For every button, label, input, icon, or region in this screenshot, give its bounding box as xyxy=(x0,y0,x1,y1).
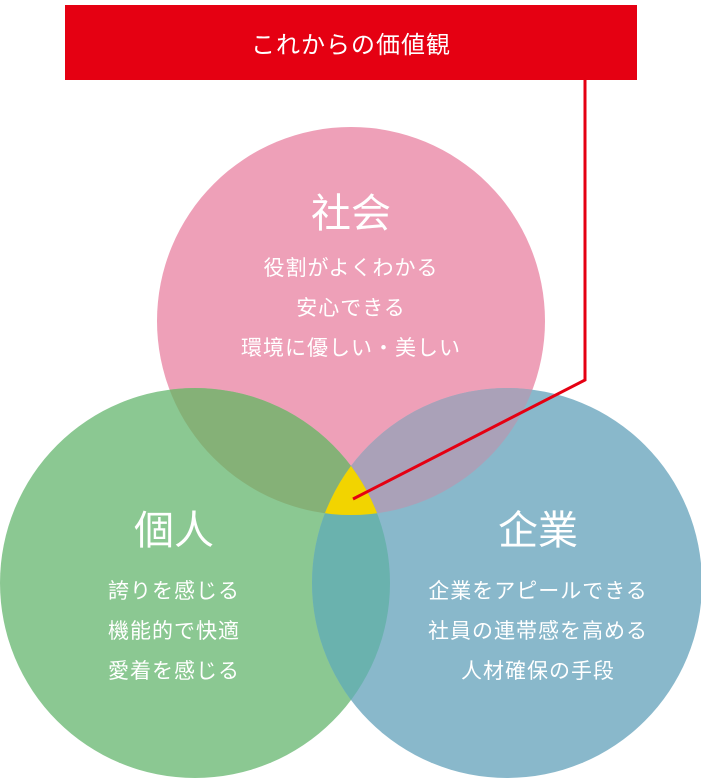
society-line: 役割がよくわかる xyxy=(263,256,439,280)
company-label: 企業 企業をアピールできる 社員の連帯感を高める 人材確保の手段 xyxy=(388,507,688,691)
connector-line xyxy=(352,80,587,501)
company-line: 企業をアピールできる xyxy=(428,579,648,603)
society-line: 安心できる xyxy=(296,296,406,320)
individual-line: 機能的で快適 xyxy=(108,619,240,643)
society-individual-overlap xyxy=(157,388,390,515)
society-title: 社会 xyxy=(311,191,391,237)
company-title: 企業 xyxy=(498,508,578,554)
society-company-overlap xyxy=(312,388,545,515)
society-line: 環境に優しい・美しい xyxy=(241,336,461,360)
individual-line: 愛着を感じる xyxy=(108,659,240,683)
society-label: 社会 役割がよくわかる 安心できる 環境に優しい・美しい xyxy=(201,190,501,368)
individual-label: 個人 誇りを感じる 機能的で快適 愛着を感じる xyxy=(24,507,324,691)
company-line: 社員の連帯感を高める xyxy=(428,619,648,643)
individual-title: 個人 xyxy=(134,508,214,554)
individual-line: 誇りを感じる xyxy=(108,579,240,603)
company-line: 人材確保の手段 xyxy=(461,659,615,683)
banner: これからの価値観 xyxy=(65,5,637,80)
